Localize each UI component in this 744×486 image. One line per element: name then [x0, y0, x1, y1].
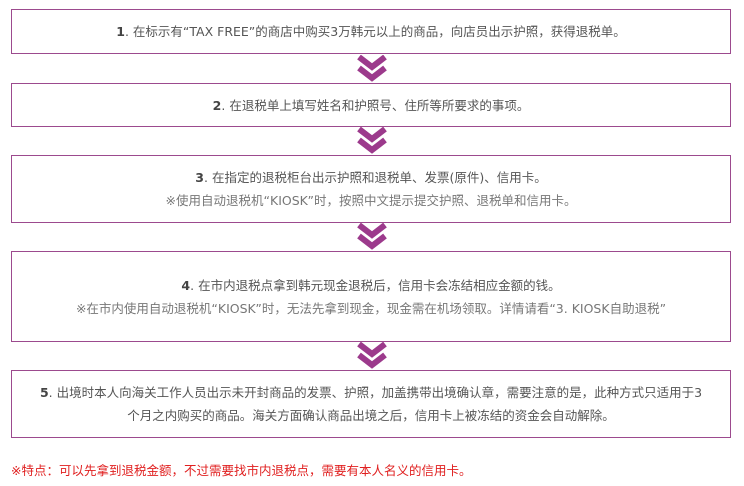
- step-5-text: 5. 出境时本人向海关工作人员出示未开封商品的发票、护照，加盖携带出境确认章，需…: [39, 385, 703, 423]
- step-2-box: 2. 在退税单上填写姓名和护照号、住所等所要求的事项。: [11, 83, 731, 127]
- step-3-box: 3. 在指定的退税柜台出示护照和退税单、发票(原件)、信用卡。 ※使用自动退税机…: [11, 155, 731, 223]
- chevron-down-icon: [357, 342, 387, 369]
- step-2-text: 2. 在退税单上填写姓名和护照号、住所等所要求的事项。: [212, 97, 530, 113]
- step-4-text: 4. 在市内退税点拿到韩元现金退税后，信用卡会冻结相应金额的钱。: [181, 277, 561, 293]
- step-5-box: 5. 出境时本人向海关工作人员出示未开封商品的发票、护照，加盖携带出境确认章，需…: [11, 370, 731, 438]
- step-3-text: 3. 在指定的退税柜台出示护照和退税单、发票(原件)、信用卡。: [195, 170, 547, 185]
- chevron-down-icon: [357, 127, 387, 154]
- step-4-note: ※在市内使用自动退税机“KIOSK”时，无法先拿到现金，现金需在机场领取。详情请…: [75, 300, 667, 316]
- step-4-box: 4. 在市内退税点拿到韩元现金退税后，信用卡会冻结相应金额的钱。 ※在市内使用自…: [11, 251, 731, 342]
- chevron-down-icon: [357, 223, 387, 250]
- step-1-box: 1. 在标示有“TAX FREE”的商店中购买3万韩元以上的商品，向店员出示护照…: [11, 9, 731, 54]
- footer-note: ※特点：可以先拿到退税金额，不过需要找市内退税点，需要有本人名义的信用卡。: [11, 463, 472, 478]
- step-3-note: ※使用自动退税机“KIOSK”时，按照中文提示提交护照、退税单和信用卡。: [165, 193, 577, 208]
- chevron-down-icon: [357, 55, 387, 82]
- step-1-text: 1. 在标示有“TAX FREE”的商店中购买3万韩元以上的商品，向店员出示护照…: [116, 24, 626, 39]
